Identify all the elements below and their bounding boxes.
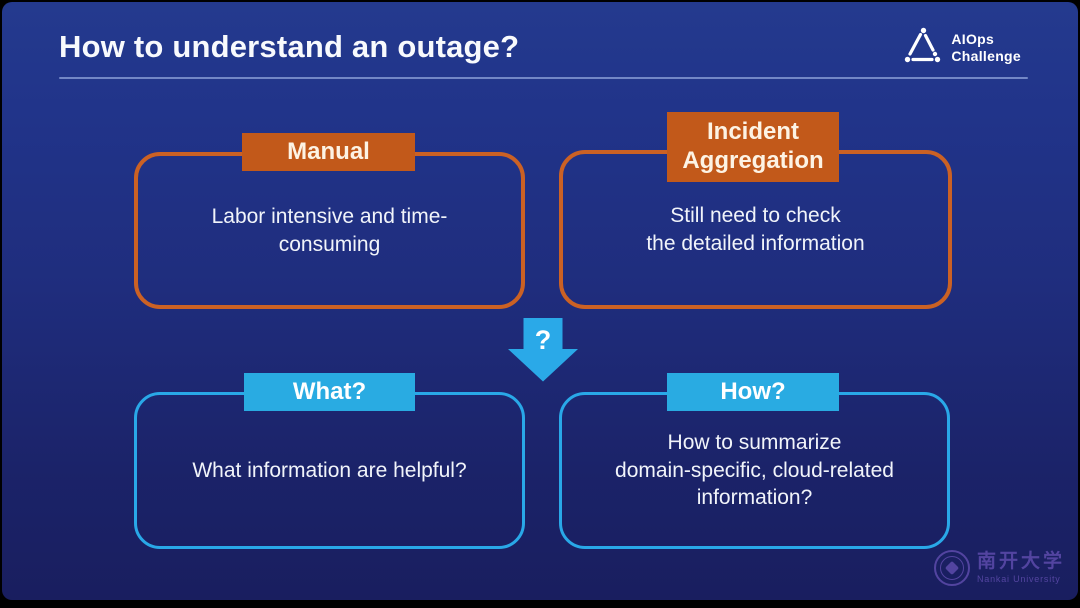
box-manual-body: Labor intensive and time- consuming (211, 204, 448, 256)
aiops-logo-line2: Challenge (951, 47, 1021, 64)
watermark-english: Nankai University (976, 574, 1061, 584)
nankai-watermark: 南开大学 Nankai University (933, 550, 1065, 586)
box-what-body: What information are helpful? (192, 458, 467, 482)
box-how: How to summarize domain-specific, cloud-… (559, 392, 950, 549)
box-incident-aggregation-body: Still need to check the detailed informa… (646, 203, 865, 255)
question-mark-label: ? (534, 325, 552, 355)
box-manual: Labor intensive and time- consuming (134, 152, 525, 309)
page-title: How to understand an outage? (59, 29, 520, 64)
watermark-text: 南开大学 Nankai University (976, 550, 1065, 585)
question-arrow-icon: ? (508, 318, 578, 382)
aiops-logo-text: AIOps Challenge (951, 31, 1021, 65)
aiops-logo-line1: AIOps (951, 30, 995, 47)
header-tab-incident-aggregation: Incident Aggregation (667, 112, 839, 182)
watermark-chinese: 南开大学 (976, 550, 1065, 572)
nankai-seal-inner-ring (939, 556, 964, 580)
title-underline (59, 77, 1028, 79)
box-what: What information are helpful? (134, 392, 525, 549)
box-how-body: How to summarize domain-specific, cloud-… (615, 430, 894, 510)
nankai-seal-icon (933, 550, 970, 586)
header-tab-what: What? (244, 373, 415, 411)
header-tab-how: How? (667, 373, 839, 411)
header-tab-manual: Manual (242, 133, 415, 171)
aiops-challenge-logo: AIOps Challenge (903, 26, 1021, 69)
aiops-triangle-icon (903, 26, 943, 69)
slide-background: How to understand an outage? AIOps Chall… (2, 2, 1078, 600)
nankai-seal-core (944, 560, 960, 576)
